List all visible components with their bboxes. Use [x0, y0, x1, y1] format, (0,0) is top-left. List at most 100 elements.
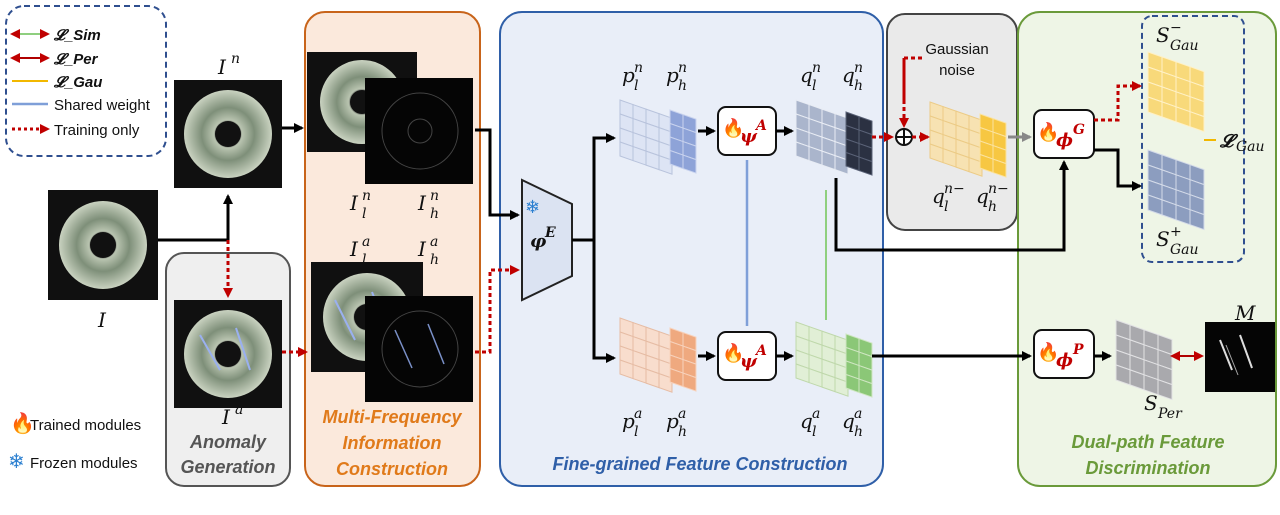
label-qla-sup: a [812, 406, 820, 422]
noise-label-2: noise [939, 62, 975, 79]
label-qhn-sub: h [854, 78, 863, 94]
discriminator-p: 🔥 ϕ P [1033, 329, 1095, 379]
adapter-bottom-sup: A [754, 343, 767, 359]
label-qhnm-sup: n− [988, 181, 1009, 197]
label-phn-sub: h [678, 78, 687, 94]
label-low-n: I [349, 191, 359, 215]
label-low-a: I [349, 237, 359, 261]
label-sper: S [1144, 391, 1158, 415]
legend: 𝓛_Sim 𝓛_Per 𝓛_Gau Shared weight Training… [10, 27, 151, 139]
label-pha-sub: h [678, 424, 687, 440]
grid-sgau-pos [1147, 149, 1205, 231]
label-qha-sub: h [854, 424, 863, 440]
module-legend: 🔥 Trained modules ❄ Frozen modules [8, 411, 141, 473]
label-qhnm: q [976, 184, 989, 208]
label-qln: q [800, 63, 813, 87]
label-qhnm-sub: h [988, 199, 997, 215]
disc-g-sup: G [1073, 122, 1085, 138]
label-high-a: I [417, 237, 427, 261]
label-qla-sub: l [812, 424, 816, 440]
encoder-label: φ [530, 231, 547, 252]
mask-image [1205, 322, 1275, 392]
adapter-bottom-flame-icon: 🔥 [722, 342, 744, 363]
label-qha-sup: a [854, 406, 862, 422]
grid-sper [1115, 319, 1173, 401]
label-qhn: q [842, 63, 855, 87]
score-map-box [1141, 15, 1245, 263]
label-anomaly: I [221, 405, 231, 429]
frozen-label: Frozen modules [30, 455, 138, 472]
adapter-top-flame-icon: 🔥 [722, 117, 744, 138]
grid-qln-cell [834, 154, 849, 175]
grid-pla-cell [658, 372, 673, 393]
trained-label: Trained modules [30, 417, 141, 434]
grid-pha [669, 327, 697, 392]
label-high-n-sup: n [430, 188, 439, 204]
label-qln-sub: l [812, 78, 816, 94]
image-normal [174, 80, 282, 188]
adapter-bottom: 🔥 ψ A [717, 331, 777, 381]
label-sgau-pos-sup: + [1170, 224, 1182, 240]
grid-sper-cell [1157, 378, 1173, 401]
label-sper-sub: Per [1157, 406, 1183, 422]
section-anomaly-2: Generation [180, 457, 275, 477]
encoder-sup: E [544, 225, 556, 241]
grid-pha-cell [682, 372, 697, 392]
encoder-block: ❄ φ E [521, 178, 573, 302]
grid-qhnm-cell [992, 158, 1007, 178]
grid-sgau-pos-cell [1189, 208, 1205, 231]
grid-qla-cell [834, 376, 849, 397]
grid-phn [669, 109, 697, 174]
legend-gau-label: 𝓛_Gau [53, 74, 102, 91]
section-dual-2: Discrimination [1085, 458, 1210, 478]
disc-g-label: ϕ [1056, 130, 1073, 151]
label-sgau-neg: S [1156, 23, 1170, 47]
image-high-n [365, 78, 473, 184]
section-dual-1: Dual-path Feature [1071, 432, 1224, 452]
label-phn-sup: n [678, 60, 687, 76]
grid-sgau-neg [1147, 51, 1205, 133]
label-qln-sup: n [812, 60, 821, 76]
grid-qhn-cell [858, 156, 873, 176]
discriminator-g: 🔥 ϕ G [1033, 109, 1095, 159]
label-normal: I [217, 55, 227, 79]
disc-g-flame-icon: 🔥 [1037, 121, 1059, 142]
image-anomaly [174, 300, 282, 408]
section-mf-1: Multi-Frequency [322, 407, 462, 427]
noise-label-1: Gaussian [925, 41, 988, 58]
label-high-n: I [417, 191, 427, 215]
disc-p-label: ϕ [1056, 350, 1073, 371]
label-pln: p [622, 63, 635, 87]
label-pha-sup: a [678, 406, 686, 422]
legend-shared-label: Shared weight [54, 97, 151, 114]
adapter-top-sup: A [754, 118, 767, 134]
legend-per-label: 𝓛_Per [53, 51, 99, 68]
adapter-bottom-label: ψ [740, 351, 758, 372]
label-qla: q [800, 409, 813, 433]
label-sgau-pos: S [1156, 227, 1170, 251]
label-normal-sup: n [231, 51, 240, 67]
label-sgau-neg-sub: Gau [1170, 38, 1199, 54]
image-high-a [365, 296, 473, 402]
label-pla: p [622, 409, 635, 433]
legend-box [5, 5, 167, 157]
label-mask: M [1234, 301, 1256, 325]
label-qhn-sup: n [854, 60, 863, 76]
grid-qla [795, 321, 849, 397]
label-high-a-sup: a [430, 234, 438, 250]
label-qha: q [842, 409, 855, 433]
label-pla-sup: a [634, 406, 642, 422]
label-pla-sub: l [634, 424, 638, 440]
legend-sim-label: 𝓛_Sim [53, 27, 101, 44]
disc-p-sup: P [1072, 342, 1084, 358]
noise-add-icon [895, 128, 913, 146]
label-sgau-neg-sup: − [1170, 20, 1182, 36]
flow-arrows [158, 56, 1216, 363]
label-low-a-sub: l [362, 252, 366, 268]
section-fine-grained: Fine-grained Feature Construction [552, 454, 847, 474]
legend-training-label: Training only [54, 122, 140, 139]
grid-qln [795, 99, 849, 175]
grid-pln-cell [658, 154, 673, 175]
label-anomaly-sup: a [235, 402, 243, 418]
